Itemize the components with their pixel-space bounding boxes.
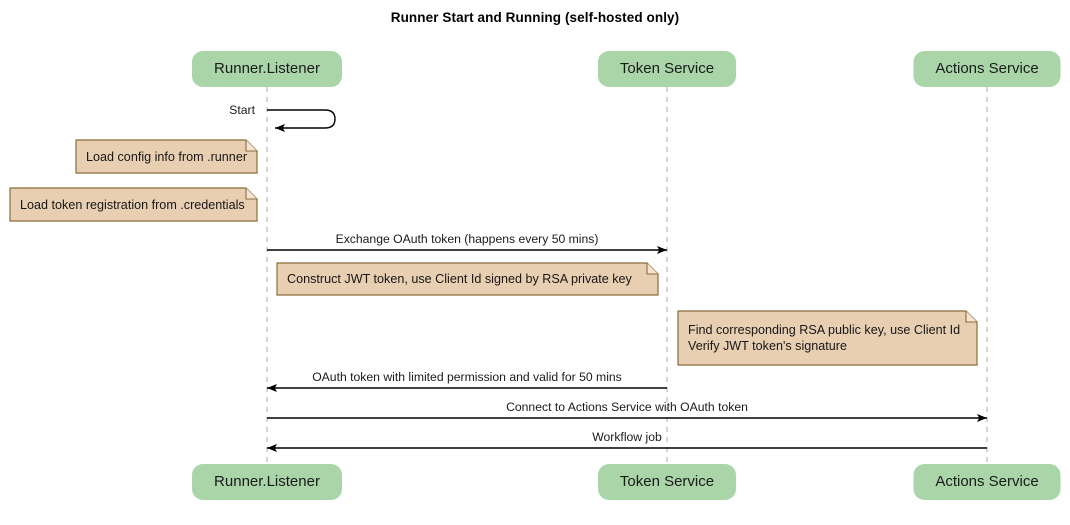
participant-box-actions-bottom[interactable] [913,464,1061,500]
participant-box-runner-top[interactable] [192,51,342,87]
note-load-config-text: Load config info from .runner [86,149,248,164]
notes-group [9,139,978,366]
message-label-oauth-token-response: OAuth token with limited permission and … [312,370,622,384]
participant-label-runner-bottom: Runner.Listener [214,473,320,490]
participant-label-runner-top: Runner.Listener [214,60,320,77]
participant-label-token-top: Token Service [619,60,715,77]
message-label-start: Start [229,103,255,117]
note-construct-jwt-text: Construct JWT token, use Client Id signe… [287,272,632,286]
lifelines-group [266,87,988,464]
note-load-token-registration [9,187,258,222]
note-verify-jwt [677,310,978,366]
note-verify-jwt-text: Find corresponding RSA public key, use C… [688,323,961,353]
message-label-workflow-job: Workflow job [592,430,662,444]
note-construct-jwt [276,262,659,296]
note-load-token-registration-text: Load token registration from .credential… [20,197,245,212]
participant-label-token-bottom: Token Service [619,473,715,490]
participant-box-actions-top[interactable] [913,51,1061,87]
note-load-token-registration-fold-icon [245,188,257,200]
participant-label-actions-bottom: Actions Service [935,473,1039,490]
participant-box-token-bottom[interactable] [598,464,736,500]
message-label-exchange-oauth-token: Exchange OAuth token (happens every 50 m… [335,232,599,246]
message-start [267,109,336,132]
note-construct-jwt-fold-icon [646,263,658,275]
participant-boxes-group [192,51,1061,500]
message-label-connect-actions-service: Connect to Actions Service with OAuth to… [506,400,748,414]
note-verify-jwt-fold-icon [965,311,977,323]
diagram-title: Runner Start and Running (self-hosted on… [390,10,680,25]
participant-box-runner-bottom[interactable] [192,464,342,500]
messages-group [267,109,987,452]
participant-box-token-top[interactable] [598,51,736,87]
participant-label-actions-top: Actions Service [935,60,1039,77]
note-load-config [75,139,258,174]
note-load-config-fold-icon [245,140,257,152]
